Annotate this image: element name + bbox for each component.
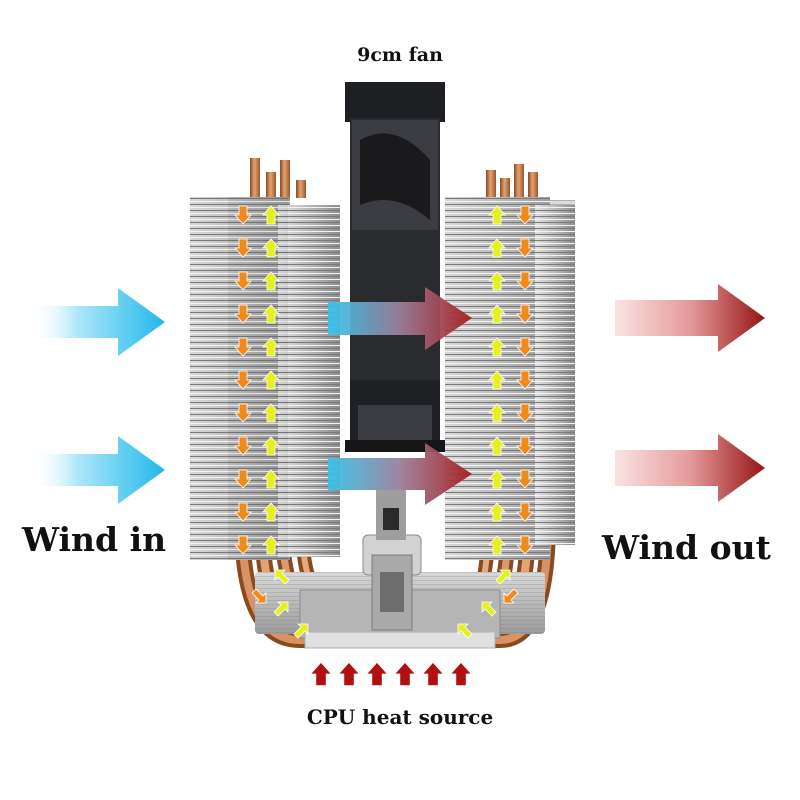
airflow-arrow-icon <box>328 287 472 350</box>
heatpipe-up-arrow-icon <box>488 370 506 390</box>
heatpipe-up-arrow-icon <box>262 370 280 390</box>
wind-out-label: Wind out <box>602 528 771 567</box>
heatpipe-down-arrow-icon <box>234 403 252 423</box>
heatpipe-down-arrow-icon <box>234 469 252 489</box>
right-fin-stack <box>445 197 575 560</box>
heatpipe-up-arrow-icon <box>488 535 506 555</box>
heatpipe-down-arrow-icon <box>516 436 534 456</box>
heatpipe-up-arrow-icon <box>488 304 506 324</box>
heatpipe-up-arrow-icon <box>481 601 497 617</box>
heatpipe-down-arrow-icon <box>234 238 252 258</box>
heatpipe-up-arrow-icon <box>488 238 506 258</box>
heatpipe-down-arrow-icon <box>516 469 534 489</box>
heatpipe-down-arrow-icon <box>516 271 534 291</box>
heat-up-arrow-icon <box>393 661 417 687</box>
heatpipe-down-arrow-icon <box>234 370 252 390</box>
heatpipe-up-arrow-icon <box>262 205 280 225</box>
heatpipe-up-arrow-icon <box>262 337 280 357</box>
fan <box>345 82 445 452</box>
wind-out-arrows <box>615 284 765 502</box>
heatpipe-down-arrow-icon <box>516 502 534 522</box>
heatpipe-down-arrow-icon <box>516 304 534 324</box>
airflow-arrow-icon <box>328 443 472 505</box>
wind-in-arrows <box>30 288 165 504</box>
heatpipe-down-arrow-icon <box>516 337 534 357</box>
heatpipe-down-arrow-icon <box>234 304 252 324</box>
heat-up-arrow-icon <box>309 661 333 687</box>
heatpipe-down-arrow-icon <box>234 271 252 291</box>
heatpipe-up-arrow-icon <box>495 569 511 585</box>
heatpipe-down-arrow-icon <box>234 502 252 522</box>
heatpipe-up-arrow-icon <box>274 569 290 585</box>
heatpipe-up-arrow-icon <box>262 238 280 258</box>
heat-up-arrow-icon <box>365 661 389 687</box>
heatpipe-up-arrow-icon <box>457 623 473 639</box>
heatpipe-up-arrow-icon <box>488 436 506 456</box>
heatpipe-down-arrow-icon <box>516 205 534 225</box>
wind-out-arrow-icon <box>615 284 765 352</box>
heatpipe-up-arrow-icon <box>262 469 280 489</box>
heatpipe-down-arrow-icon <box>516 238 534 258</box>
heat-up-arrow-icon <box>421 661 445 687</box>
heatpipe-down-arrow-icon <box>234 436 252 456</box>
heatpipe-up-arrow-icon <box>262 535 280 555</box>
heatpipe-flow-arrows <box>234 205 534 639</box>
heatpipe-down-arrow-icon <box>234 205 252 225</box>
heatpipe-up-arrow-icon <box>262 271 280 291</box>
wind-in-arrow-icon <box>30 288 165 356</box>
cpu-heat-arrows <box>309 661 473 687</box>
heatpipe-up-arrow-icon <box>262 502 280 522</box>
heatpipe-up-arrow-icon <box>488 205 506 225</box>
heatpipe-up-arrow-icon <box>262 304 280 324</box>
heatpipe-up-arrow-icon <box>273 601 289 617</box>
heatpipe-down-arrow-icon <box>516 370 534 390</box>
heatpipe-up-arrow-icon <box>488 403 506 423</box>
fan-label: 9cm fan <box>357 44 443 66</box>
wind-out-arrow-icon <box>615 434 765 502</box>
heatpipe-up-arrow-icon <box>488 469 506 489</box>
wind-in-arrow-icon <box>30 436 165 504</box>
heatpipe-up-arrow-icon <box>488 271 506 291</box>
heatpipe-down-arrow-icon <box>234 535 252 555</box>
heatpipe-up-arrow-icon <box>293 623 309 639</box>
heatpipe-up-arrow-icon <box>262 436 280 456</box>
heatpipe-down-arrow-icon <box>503 588 519 604</box>
wind-in-label: Wind in <box>22 520 167 559</box>
heatpipe-up-arrow-icon <box>488 337 506 357</box>
heatpipe-down-arrow-icon <box>516 403 534 423</box>
heatpipe-down-arrow-icon <box>516 535 534 555</box>
cpu-heat-source-label: CPU heat source <box>306 705 494 729</box>
heat-up-arrow-icon <box>449 661 473 687</box>
heatpipe-down-arrow-icon <box>251 588 267 604</box>
heatpipe-up-arrow-icon <box>488 502 506 522</box>
heatpipe-up-arrow-icon <box>262 403 280 423</box>
heat-up-arrow-icon <box>337 661 361 687</box>
heatpipe-down-arrow-icon <box>234 337 252 357</box>
airflow-arrows <box>328 287 472 505</box>
